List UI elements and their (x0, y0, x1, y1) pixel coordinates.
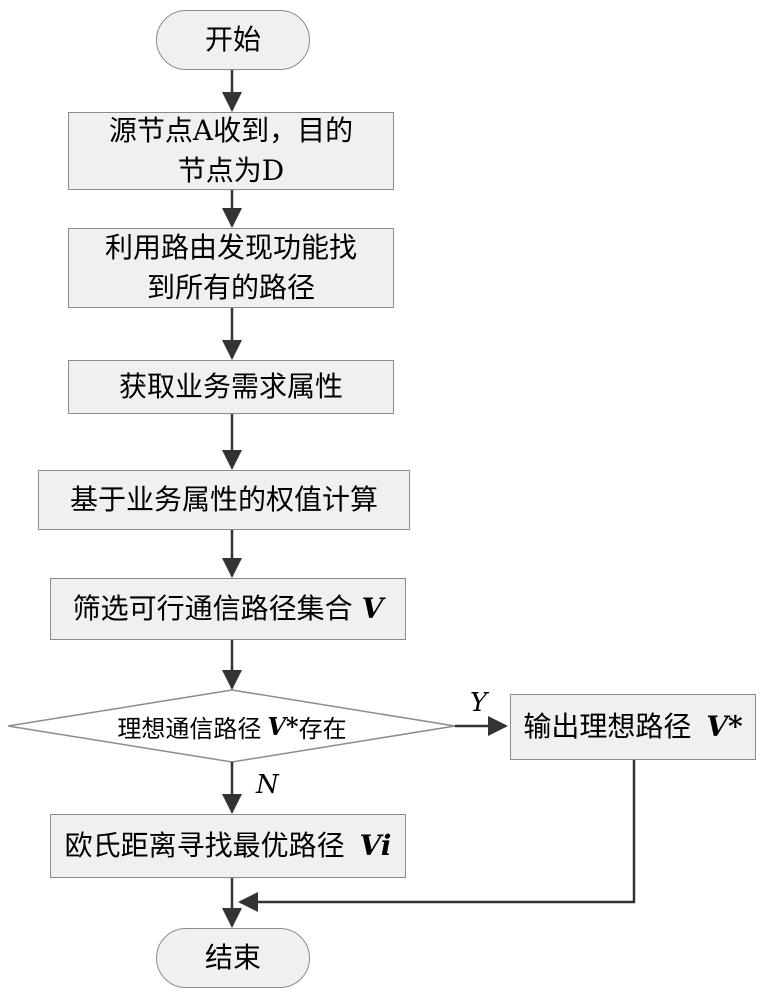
step-filter-paths-var: V (361, 592, 384, 625)
step-receive-label: 源节点A收到，目的节点为D (108, 114, 354, 187)
step-euclidean-label: 欧氏距离寻找最优路径 Vi (65, 826, 392, 866)
output-ideal-path-text: 输出理想路径 (523, 710, 692, 743)
decision-text: 理想通信路径 (117, 714, 262, 743)
step-filter-paths-box: 筛选可行通信路径集合 V (50, 578, 406, 640)
no-label: N (256, 770, 279, 800)
yes-label: Y (470, 688, 488, 718)
end-terminal: 结束 (156, 928, 310, 988)
step-weight-calc-label: 基于业务属性的权值计算 (69, 483, 378, 516)
step-get-attributes-box: 获取业务需求属性 (68, 360, 394, 414)
step-weight-calc-box: 基于业务属性的权值计算 (38, 470, 410, 530)
output-ideal-path-var: V* (706, 710, 743, 743)
connector-output-to-merge (238, 760, 636, 912)
decision-label: 理想通信路径 V* 存在 (60, 706, 404, 746)
step-route-discovery-label: 利用路由发现功能找到所有的路径 (104, 231, 357, 304)
decision-var: V* (267, 711, 299, 741)
step-route-discovery-box: 利用路由发现功能找到所有的路径 (68, 228, 394, 308)
output-ideal-path-label: 输出理想路径 V* (523, 707, 742, 747)
step-euclidean-box: 欧氏距离寻找最优路径 Vi (50, 814, 406, 878)
end-label: 结束 (204, 941, 261, 974)
step-filter-paths-text: 筛选可行通信路径集合 (72, 592, 353, 625)
output-ideal-path-box: 输出理想路径 V* (510, 694, 756, 760)
start-label: 开始 (204, 23, 261, 56)
decision-suffix: 存在 (298, 714, 347, 743)
step-euclidean-var: Vi (359, 829, 392, 862)
step-receive-box: 源节点A收到，目的节点为D (68, 112, 394, 190)
start-terminal: 开始 (156, 10, 310, 70)
step-euclidean-text: 欧氏距离寻找最优路径 (64, 829, 345, 862)
step-get-attributes-label: 获取业务需求属性 (118, 370, 343, 403)
step-filter-paths-label: 筛选可行通信路径集合 V (73, 589, 384, 629)
